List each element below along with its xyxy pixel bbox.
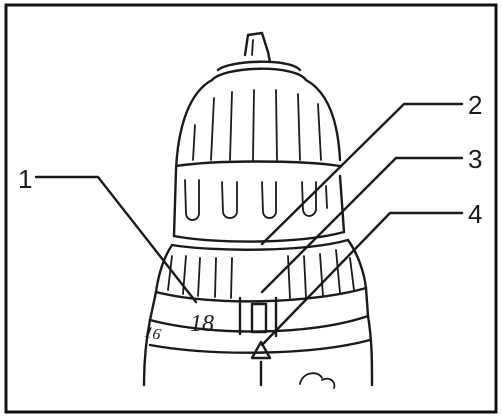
- sleeve-ridge: [253, 90, 254, 160]
- sleeve-right-edge-upper: [306, 80, 340, 160]
- spindle-tip: [245, 33, 270, 62]
- drill-body-right: [368, 316, 372, 385]
- torque-ridge: [350, 258, 354, 290]
- torque-ridge: [320, 254, 323, 296]
- torque-ridge: [304, 256, 306, 297]
- body-detail-curve: [300, 373, 322, 384]
- sleeve-ridge: [193, 125, 195, 160]
- sleeve-ridge: [276, 90, 277, 160]
- sleeve-lower-ridge: [185, 180, 199, 220]
- figure-frame: [6, 5, 496, 412]
- sleeve-band-line: [176, 162, 340, 167]
- chuck-cap-rim: [212, 69, 306, 80]
- sleeve-ridge: [230, 92, 232, 160]
- sleeve-lower-ridge: [222, 182, 237, 218]
- sleeve-ridge: [211, 98, 214, 160]
- number-band-left: [150, 292, 156, 320]
- leader-line-4: [262, 213, 462, 345]
- torque-ridge: [198, 258, 200, 296]
- callout-1: 1: [18, 164, 32, 194]
- chuck-body: [144, 33, 372, 388]
- sleeve-ridge: [298, 94, 300, 160]
- torque-ridge: [215, 258, 216, 297]
- sleeve-right-edge-lower: [340, 176, 344, 232]
- leader-line-1: [36, 177, 196, 302]
- ring-number-18: 18: [190, 311, 214, 337]
- sleeve-lower-ridge: [262, 182, 276, 218]
- number-band-bottom: [150, 316, 368, 332]
- sleeve-lower-ridge: [326, 186, 327, 208]
- sleeve-ridge: [318, 104, 321, 160]
- ring-number-16: 16: [143, 324, 162, 344]
- number-band-right: [366, 288, 368, 316]
- torque-ridge: [288, 256, 290, 298]
- callout-2: 2: [468, 90, 482, 120]
- selection-window-slot: [252, 304, 266, 332]
- body-detail-curve: [322, 379, 334, 388]
- torque-ridge: [336, 250, 340, 293]
- callout-4: 4: [468, 199, 482, 229]
- torque-ridge: [231, 258, 232, 298]
- leader-line-2: [262, 104, 462, 244]
- spindle-groove: [252, 40, 253, 55]
- torque-ridge: [168, 256, 172, 290]
- callout-3: 3: [468, 144, 482, 174]
